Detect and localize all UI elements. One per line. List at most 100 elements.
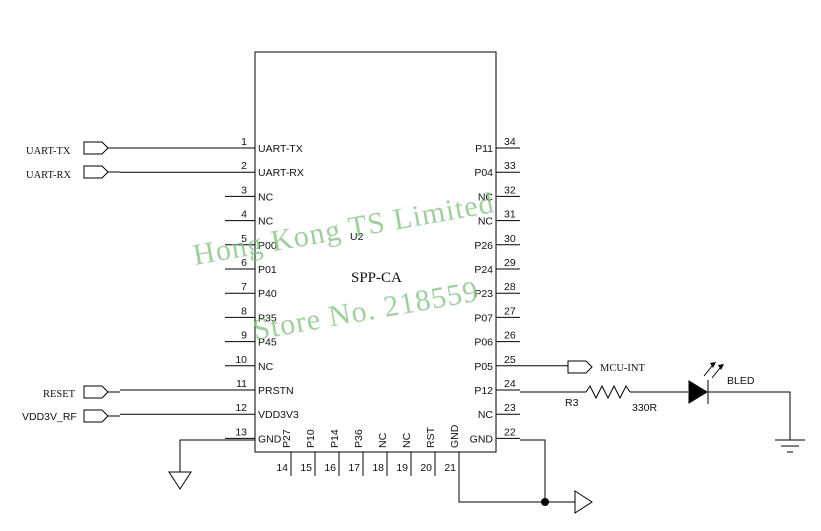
resistor-ref-label: R3 bbox=[565, 397, 579, 409]
bottom-pin-number: 14 bbox=[276, 462, 288, 474]
right-pin-number: 26 bbox=[504, 330, 516, 342]
resistor-r3 bbox=[585, 384, 631, 400]
left-pin-number: 2 bbox=[241, 160, 247, 172]
left-pin-group: 1UART-TX2UART-RX3NC4NC5P006P017P408P359P… bbox=[120, 136, 304, 445]
left-pin-label: UART-TX bbox=[258, 143, 303, 155]
bottom-pin-label: NC bbox=[401, 432, 413, 448]
right-pin-label: NC bbox=[478, 409, 494, 421]
vdd-port-symbol bbox=[83, 409, 109, 423]
left-pin-number: 13 bbox=[235, 426, 247, 438]
led-to-ground-wire bbox=[708, 391, 791, 440]
right-pin-number: 24 bbox=[504, 378, 516, 390]
left-pin-number: 1 bbox=[241, 136, 247, 148]
left-ground bbox=[168, 439, 255, 490]
bottom-pin-label: RST bbox=[425, 426, 437, 448]
right-pin-label: P06 bbox=[474, 337, 493, 349]
right-pin-number: 22 bbox=[504, 426, 516, 438]
right-pin-label: P11 bbox=[475, 143, 493, 155]
left-pin-label: GND bbox=[258, 433, 282, 445]
right-pin-number: 25 bbox=[504, 354, 516, 366]
left-ground-symbol bbox=[168, 471, 192, 490]
right-pin-number: 29 bbox=[504, 257, 516, 269]
led-icon bbox=[688, 380, 708, 404]
uart-tx-port-symbol bbox=[83, 141, 109, 155]
junction-dot bbox=[541, 498, 549, 506]
left-pin-number: 10 bbox=[235, 354, 247, 366]
bottom-pin-label: NC bbox=[377, 432, 389, 448]
mcu-int-net-label: MCU-INT bbox=[600, 363, 645, 374]
right-pin-label: P24 bbox=[474, 264, 493, 276]
led-light-arrow-2 bbox=[711, 367, 721, 379]
right-pin-label: P05 bbox=[474, 361, 493, 373]
right-ground-wire bbox=[520, 439, 546, 502]
reset-port-symbol bbox=[83, 385, 109, 399]
right-pin-number: 32 bbox=[504, 184, 516, 196]
bottom-pin-number: 15 bbox=[300, 462, 312, 474]
vdd-port: VDD3V_RF bbox=[22, 409, 120, 423]
left-pin-label: P35 bbox=[258, 312, 277, 324]
left-ground-wire bbox=[179, 439, 255, 472]
uart-tx-port: UART-TX bbox=[26, 141, 120, 157]
led-circuit: R3 330R BLED bbox=[520, 362, 805, 453]
uart-tx-net-label: UART-TX bbox=[26, 146, 71, 157]
chip-name: SPP-CA bbox=[351, 270, 402, 286]
right-pin-number: 30 bbox=[504, 233, 516, 245]
right-ground bbox=[458, 439, 593, 514]
right-pin-label: P12 bbox=[474, 385, 493, 397]
left-pin-label: NC bbox=[258, 361, 274, 373]
left-pin-number: 9 bbox=[241, 330, 247, 342]
left-pin-label: UART-RX bbox=[258, 167, 304, 179]
right-pin-number: 23 bbox=[504, 402, 516, 414]
led-arrow-head-1 bbox=[710, 362, 716, 368]
right-pin-number: 27 bbox=[504, 305, 516, 317]
bottom-gnd-wire bbox=[458, 476, 575, 503]
chip-body bbox=[254, 51, 497, 453]
right-pin-number: 28 bbox=[504, 281, 516, 293]
right-pin-number: 34 bbox=[504, 136, 516, 148]
bottom-pin-number: 19 bbox=[396, 462, 408, 474]
left-pin-label: P01 bbox=[258, 264, 277, 276]
left-pin-label: P45 bbox=[258, 337, 277, 349]
left-pin-label: PRSTN bbox=[258, 385, 294, 397]
right-pin-label: P07 bbox=[474, 312, 493, 324]
left-pin-label: NC bbox=[258, 216, 274, 228]
right-pin-label: NC bbox=[478, 191, 494, 203]
bottom-pin-number: 21 bbox=[444, 462, 456, 474]
left-pin-number: 8 bbox=[241, 305, 247, 317]
reset-port: RESET bbox=[43, 385, 120, 400]
left-pin-label: P00 bbox=[258, 240, 277, 252]
reset-net-label: RESET bbox=[43, 389, 76, 400]
bottom-pin-label: P27 bbox=[281, 429, 293, 448]
bottom-pin-label: GND bbox=[449, 424, 461, 448]
mcu-int-port: MCU-INT bbox=[567, 360, 645, 374]
left-pin-number: 7 bbox=[241, 281, 247, 293]
right-pin-label: P26 bbox=[474, 240, 493, 252]
left-pin-number: 5 bbox=[241, 233, 247, 245]
mcu-int-port-symbol bbox=[567, 360, 593, 374]
bottom-pin-label: P10 bbox=[305, 429, 317, 448]
led-arrow-head-2 bbox=[718, 364, 724, 370]
bottom-pin-number: 20 bbox=[420, 462, 432, 474]
bottom-pin-label: P14 bbox=[329, 429, 341, 448]
uart-rx-port: UART-RX bbox=[26, 165, 120, 181]
bottom-pin-label: P36 bbox=[353, 429, 365, 448]
uart-rx-net-label: UART-RX bbox=[26, 170, 71, 181]
uart-rx-port-symbol bbox=[83, 165, 109, 179]
bottom-pin-number: 16 bbox=[324, 462, 336, 474]
right-pin-label: P04 bbox=[474, 167, 493, 179]
left-pin-number: 11 bbox=[236, 378, 247, 390]
left-pin-label: P40 bbox=[258, 288, 277, 300]
right-pin-number: 31 bbox=[504, 209, 516, 221]
right-ground-symbol bbox=[574, 490, 593, 514]
left-pin-number: 4 bbox=[241, 209, 247, 221]
left-pin-label: VDD3V3 bbox=[258, 409, 299, 421]
bottom-pin-number: 18 bbox=[372, 462, 384, 474]
right-pin-group: 34P1133P0432NC31NC30P2629P2428P2327P0726… bbox=[470, 136, 568, 445]
chip-ref: U2 bbox=[350, 231, 364, 243]
right-pin-label: GND bbox=[470, 433, 494, 445]
right-pin-label: NC bbox=[478, 216, 494, 228]
left-pin-number: 12 bbox=[235, 402, 247, 414]
resistor-value-label: 330R bbox=[632, 402, 658, 414]
